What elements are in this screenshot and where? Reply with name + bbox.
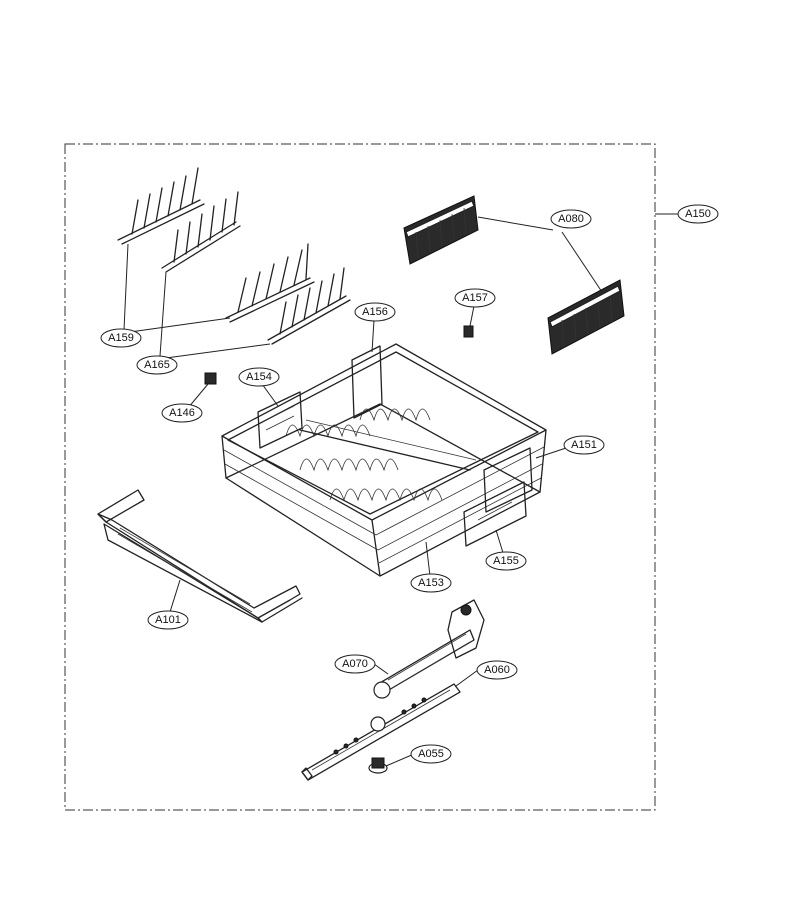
cup-shelf-upper: [403, 195, 479, 265]
tine-rack-a159-left: [117, 167, 205, 245]
cup-shelf-lower: [547, 279, 625, 355]
tine-rack-a165-left: [161, 191, 241, 273]
callout-a154: A154: [238, 367, 280, 387]
callout-a146: A146: [161, 403, 203, 423]
tine-rack-a165-right: [267, 267, 351, 345]
spray-arm-a060: [301, 683, 461, 781]
label-a153: A153: [418, 577, 444, 589]
clip-a157: [463, 325, 474, 338]
label-a159: A159: [108, 332, 134, 344]
callout-a060: A060: [476, 660, 518, 680]
label-a151: A151: [571, 439, 597, 451]
nut-a055: [368, 757, 388, 774]
tine-rack-a159-right: [225, 243, 315, 323]
callout-a151: A151: [563, 435, 605, 455]
rack-rail-a101: [97, 489, 303, 623]
rack-basket: [221, 343, 547, 577]
callout-a165: A165: [136, 355, 178, 375]
callout-a155: A155: [485, 551, 527, 571]
callout-a101: A101: [147, 610, 189, 630]
label-a165: A165: [144, 359, 170, 371]
label-a150: A150: [685, 208, 711, 220]
label-a080: A080: [558, 213, 584, 225]
feed-pipe-a070: [373, 599, 485, 699]
label-a060: A060: [484, 664, 510, 676]
callout-a156: A156: [354, 302, 396, 322]
callout-a150: A150: [677, 204, 719, 224]
clip-a146: [204, 372, 217, 385]
callout-a157: A157: [454, 288, 496, 308]
label-a070: A070: [342, 658, 368, 670]
callout-a070: A070: [334, 654, 376, 674]
label-a157: A157: [462, 292, 488, 304]
assembly-boundary: [64, 143, 656, 811]
callout-a153: A153: [410, 573, 452, 593]
label-a156: A156: [362, 306, 388, 318]
label-a155: A155: [493, 555, 519, 567]
label-a154: A154: [246, 371, 272, 383]
leader-lines: [123, 216, 603, 767]
callout-a080: A080: [550, 209, 592, 229]
callout-a055: A055: [410, 744, 452, 764]
callout-a159: A159: [100, 328, 142, 348]
label-a055: A055: [418, 748, 444, 760]
label-a101: A101: [155, 614, 181, 626]
label-a146: A146: [169, 407, 195, 419]
